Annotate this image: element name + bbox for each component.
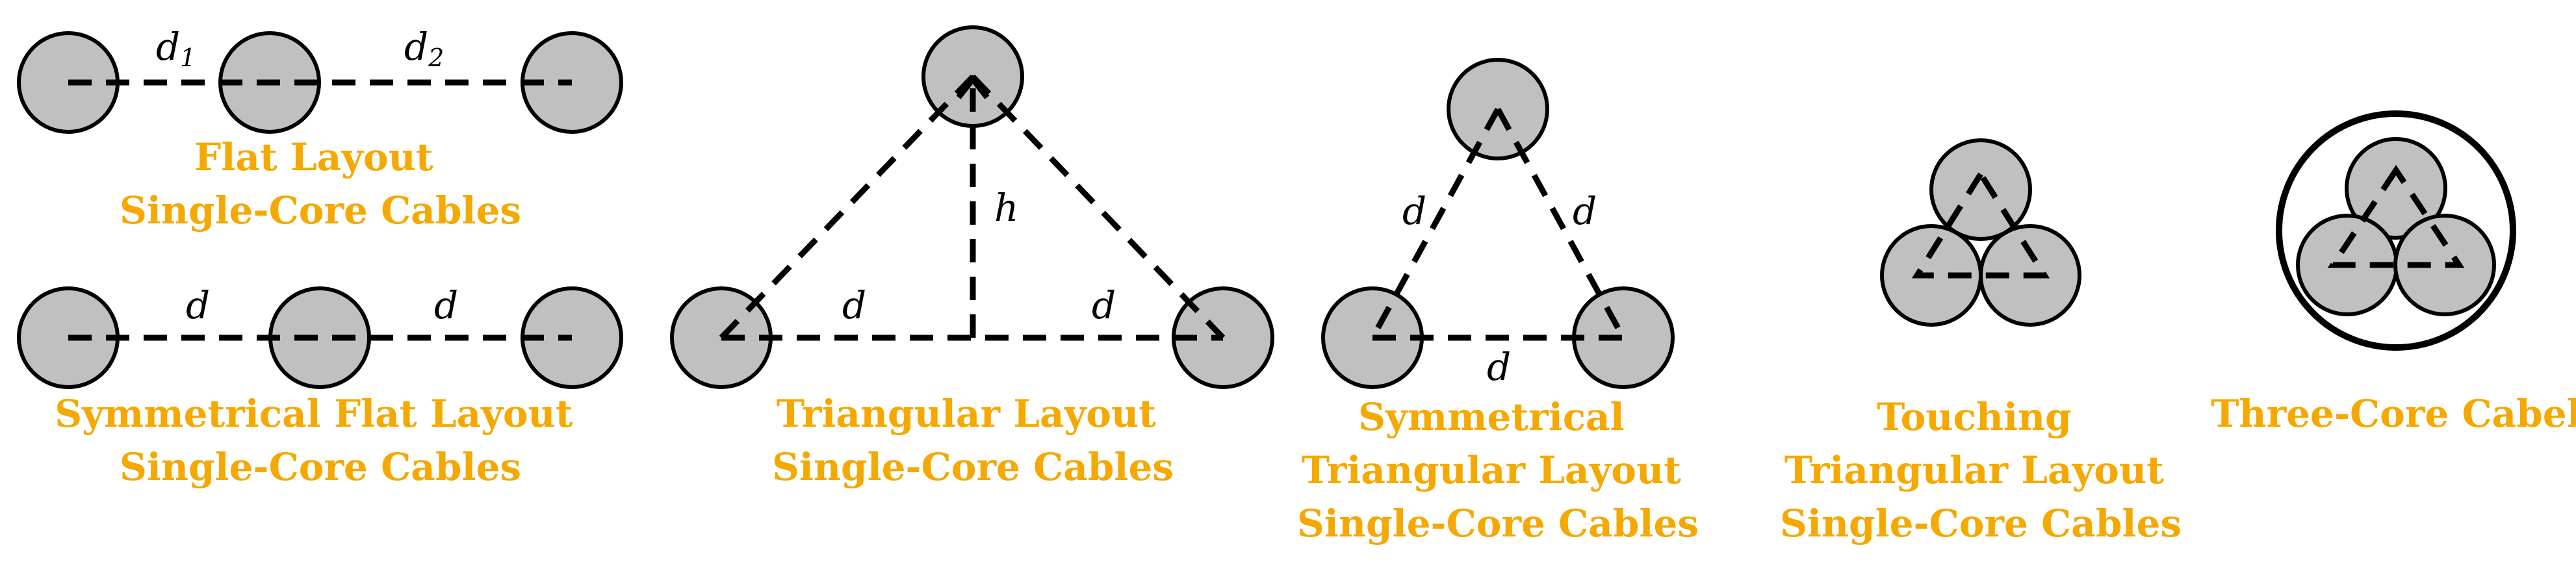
sym-flat-label-right: d (434, 283, 458, 327)
sym-tri-edge-left (1370, 107, 1501, 340)
three-core-cable-panel: Three-Core Cabel (2211, 110, 2576, 436)
symmetrical-flat-layout-panel: d d Symmetrical Flat Layout Single-Core … (17, 283, 623, 489)
flat-label-d2: d2 (404, 25, 444, 72)
tri-label-h: h (994, 186, 1018, 230)
tri-caption: Triangular Layout Single-Core Cables (772, 392, 1174, 489)
tri-edge-right (970, 74, 1226, 340)
sym-tri-edge-right (1495, 107, 1626, 340)
sym-tri-label-left: d (1402, 189, 1426, 233)
tri-label-right: d (1092, 283, 1116, 327)
three-core-cable-top (2345, 137, 2447, 240)
sym-tri-label-right: d (1573, 189, 1597, 233)
sym-flat-caption: Symmetrical Flat Layout Single-Core Cabl… (55, 392, 586, 489)
flat-layout-panel: d1 d2 Flat Layout Single-Core Cables (17, 25, 623, 233)
touch-caption: Touching Triangular Layout Single-Core C… (1780, 395, 2182, 546)
tri-label-left: d (842, 283, 866, 327)
sym-flat-label-left: d (186, 283, 210, 327)
triangular-layout-panel: h d d Triangular Layout Single-Core Cabl… (670, 25, 1274, 489)
sym-tri-cable-right (1572, 286, 1675, 389)
touch-triangle (1911, 168, 2050, 279)
symmetrical-triangular-layout-panel: d d d Symmetrical Triangular Layout Sing… (1297, 58, 1699, 546)
tri-edge-left (719, 74, 975, 340)
three-core-cable-right (2393, 214, 2496, 316)
sym-tri-caption: Symmetrical Triangular Layout Single-Cor… (1297, 395, 1699, 546)
touching-triangular-layout-panel: Touching Triangular Layout Single-Core C… (1780, 138, 2182, 546)
three-core-triangle (2327, 164, 2465, 268)
three-core-caption: Three-Core Cabel (2211, 392, 2576, 436)
sym-tri-label-bottom: d (1487, 345, 1511, 389)
flat-label-d1: d1 (156, 25, 196, 72)
flat-caption: Flat Layout Single-Core Cables (120, 135, 521, 233)
tri-height-arrowhead (956, 74, 990, 99)
